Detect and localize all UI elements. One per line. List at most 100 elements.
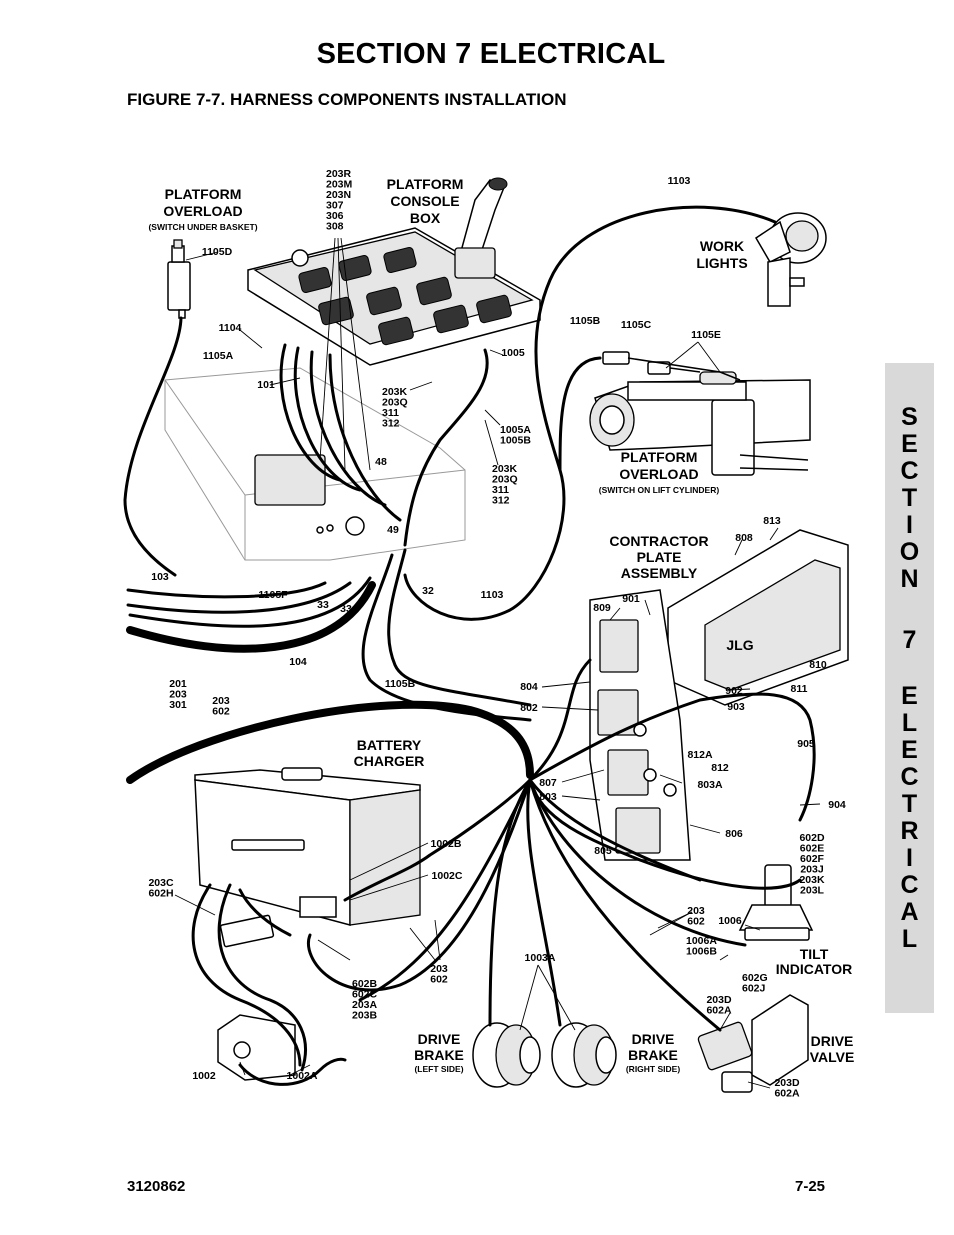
callout-33b: 33 [340, 603, 352, 615]
callout-wire-stack: 203K [492, 463, 518, 475]
callout-drive-brake-right: BRAKE [628, 1047, 678, 1063]
callout-wire-stack: 203J [800, 864, 824, 876]
callout-wire-stack: 203B [352, 1010, 378, 1022]
callout-1105b-bot: 1105B [385, 678, 416, 690]
drive-valve [697, 994, 809, 1093]
callout-1006: 1006 [718, 915, 742, 927]
wiring-harness [123, 205, 816, 1086]
contractor-plate-assembly [589, 529, 849, 861]
callout-803: 803 [539, 791, 557, 803]
callout-wire-stack: 203 [212, 695, 230, 707]
callout-wire-stack: 602J [742, 983, 766, 995]
callout-1003a: 1003A [525, 952, 556, 964]
callout-807: 807 [539, 777, 557, 789]
side-tab-letter: N [900, 565, 919, 593]
callout-battery-charger: BATTERY [357, 737, 422, 753]
callout-wire-stack: 203A [352, 999, 378, 1011]
callout-platform-overload-basket: OVERLOAD [163, 203, 242, 219]
callout-808: 808 [735, 532, 753, 544]
tilt-indicator [738, 864, 814, 941]
side-tab-letter: T [901, 790, 918, 818]
callout-1005: 1005 [501, 347, 525, 359]
connector-box-1002 [217, 914, 296, 1081]
callout-1002b: 1002B [431, 838, 462, 850]
callout-33a: 33 [317, 599, 329, 611]
callout-wire-stack: 203 [687, 905, 705, 917]
callout-1105b-top: 1105B [570, 315, 601, 327]
battery-charger [194, 767, 421, 926]
callout-wire-stack: 203D [774, 1077, 800, 1089]
callout-wire-stack: 1006B [686, 946, 717, 958]
side-tab-letter: R [900, 817, 919, 845]
callout-wire-stack: 203D [706, 994, 732, 1006]
callout-wire-stack: 602D [799, 832, 825, 844]
figure-title: FIGURE 7-7. HARNESS COMPONENTS INSTALLAT… [127, 90, 567, 109]
callout-wire-stack: 301 [169, 699, 187, 711]
side-tab-letter: O [899, 538, 920, 566]
callout-platform-overload-cylinder: OVERLOAD [619, 466, 698, 482]
side-tab-letter: 7 [902, 626, 917, 654]
side-tab-letter: I [906, 844, 913, 872]
callout-platform-console-box: BOX [410, 210, 441, 226]
callout-803a: 803A [697, 779, 723, 791]
callout-wire-stack: 203Q [382, 397, 408, 409]
side-tab-letter: T [901, 484, 918, 512]
callout-wire-stack: 1005A [500, 424, 531, 436]
callout-wire-stack: 1006A [686, 935, 717, 947]
callout-wire-stack: 602H [148, 888, 173, 900]
callout-wire-stack: 602 [687, 916, 705, 928]
callout-wire-stack: 602A [706, 1005, 732, 1017]
callout-1002a: 1002A [287, 1070, 318, 1082]
callout-32: 32 [422, 585, 434, 597]
callout-wire-stack: 312 [382, 418, 400, 430]
side-tab-letter: L [901, 709, 918, 737]
callout-wire-stack: 602 [212, 706, 230, 718]
callout-note: (SWITCH UNDER BASKET) [148, 222, 257, 232]
callout-1105a: 1105A [203, 350, 234, 362]
callout-wire-stack: 602 [430, 974, 448, 986]
callout-101: 101 [257, 379, 275, 391]
callout-49: 49 [387, 524, 399, 536]
callout-wire-stack: 203N [326, 189, 351, 201]
side-tab-letter: C [900, 457, 919, 485]
callout-note: (LEFT SIDE) [414, 1064, 463, 1074]
side-tab-letter: C [900, 763, 919, 791]
callout-contractor-plate: ASSEMBLY [621, 565, 698, 581]
callout-tilt-indicator: INDICATOR [776, 961, 852, 977]
callout-work-lights: LIGHTS [696, 255, 747, 271]
callout-1103-mid: 1103 [481, 589, 504, 601]
platform-overload-switch-basket [167, 239, 191, 319]
callout-1002c: 1002C [432, 870, 463, 882]
callout-wire-stack: 307 [326, 200, 344, 212]
page-number: 7-25 [795, 1178, 826, 1195]
callout-1104: 1104 [219, 322, 242, 334]
callout-802: 802 [520, 702, 538, 714]
side-tab-letter: E [901, 430, 918, 458]
platform-console-box [247, 177, 541, 366]
callout-platform-overload-cylinder: PLATFORM [621, 449, 698, 465]
callout-drive-brake-right: DRIVE [632, 1031, 675, 1047]
side-tab-letter: E [901, 682, 918, 710]
side-tab-letter: A [900, 898, 919, 926]
callout-wire-stack: 203 [169, 689, 187, 701]
callout-806: 806 [725, 828, 743, 840]
callout-805: 805 [594, 845, 612, 857]
callout-wire-stack: 312 [492, 495, 510, 507]
side-tab-letter: L [901, 925, 918, 953]
callout-platform-console-box: PLATFORM [387, 176, 464, 192]
callout-wire-stack: 602F [800, 853, 825, 865]
callout-wire-stack: 203K [382, 386, 408, 398]
side-tab-letter: I [906, 511, 913, 539]
callout-1105d: 1105D [202, 246, 233, 258]
callout-contractor-plate: PLATE [637, 549, 682, 565]
callout-wire-stack: 1005B [500, 435, 531, 447]
callout-drive-brake-left: DRIVE [418, 1031, 461, 1047]
callout-wire-stack: 602G [742, 972, 768, 984]
callout-813: 813 [763, 515, 781, 527]
callout-901: 901 [622, 593, 640, 605]
callout-904: 904 [828, 799, 846, 811]
callout-drive-valve: DRIVE [811, 1033, 854, 1049]
callout-drive-valve: VALVE [810, 1049, 855, 1065]
